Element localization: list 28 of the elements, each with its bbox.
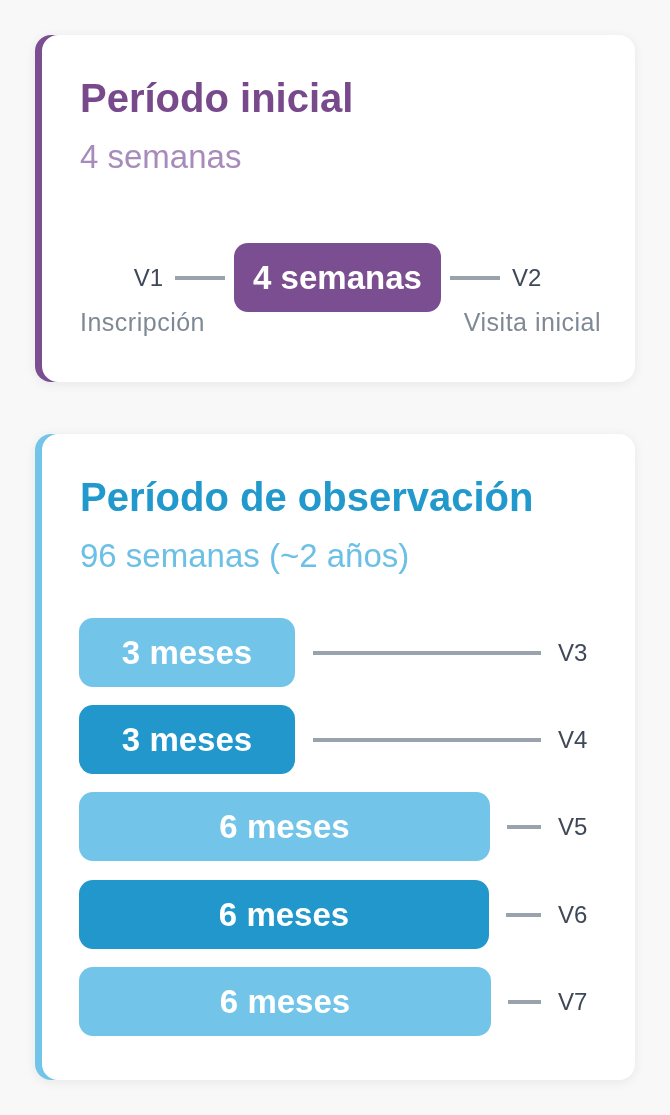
connector-line bbox=[506, 913, 541, 917]
duration-bar: 3 meses bbox=[79, 618, 295, 687]
connector-line bbox=[507, 825, 541, 829]
duration-bar: 4 semanas bbox=[234, 243, 441, 312]
connector-line bbox=[450, 276, 500, 280]
duration-bar: 6 meses bbox=[79, 792, 490, 861]
duration-bar: 6 meses bbox=[79, 880, 489, 949]
visit-label: V7 bbox=[541, 988, 596, 1016]
duration-bar: 6 meses bbox=[79, 967, 491, 1036]
visit-label: V2 bbox=[500, 264, 550, 292]
visit-label: V1 bbox=[125, 264, 175, 292]
visit-label: V6 bbox=[541, 901, 596, 929]
visit-label: V3 bbox=[541, 639, 596, 667]
card-title: Período inicial bbox=[80, 75, 354, 122]
card-title: Período de observación bbox=[80, 474, 534, 521]
visit-label: V5 bbox=[541, 813, 596, 841]
phase-card bbox=[35, 434, 635, 1080]
connector-line bbox=[508, 1000, 541, 1004]
connector-line bbox=[313, 651, 541, 655]
connector-line bbox=[313, 738, 541, 742]
duration-bar: 3 meses bbox=[79, 705, 295, 774]
phase-card bbox=[35, 35, 635, 382]
visit-caption: Visita inicial bbox=[463, 307, 601, 337]
visit-label: V4 bbox=[541, 726, 596, 754]
card-subtitle: 96 semanas (~2 años) bbox=[80, 536, 410, 576]
card-subtitle: 4 semanas bbox=[80, 137, 242, 177]
visit-caption: Inscripción bbox=[80, 307, 205, 337]
connector-line bbox=[175, 276, 225, 280]
